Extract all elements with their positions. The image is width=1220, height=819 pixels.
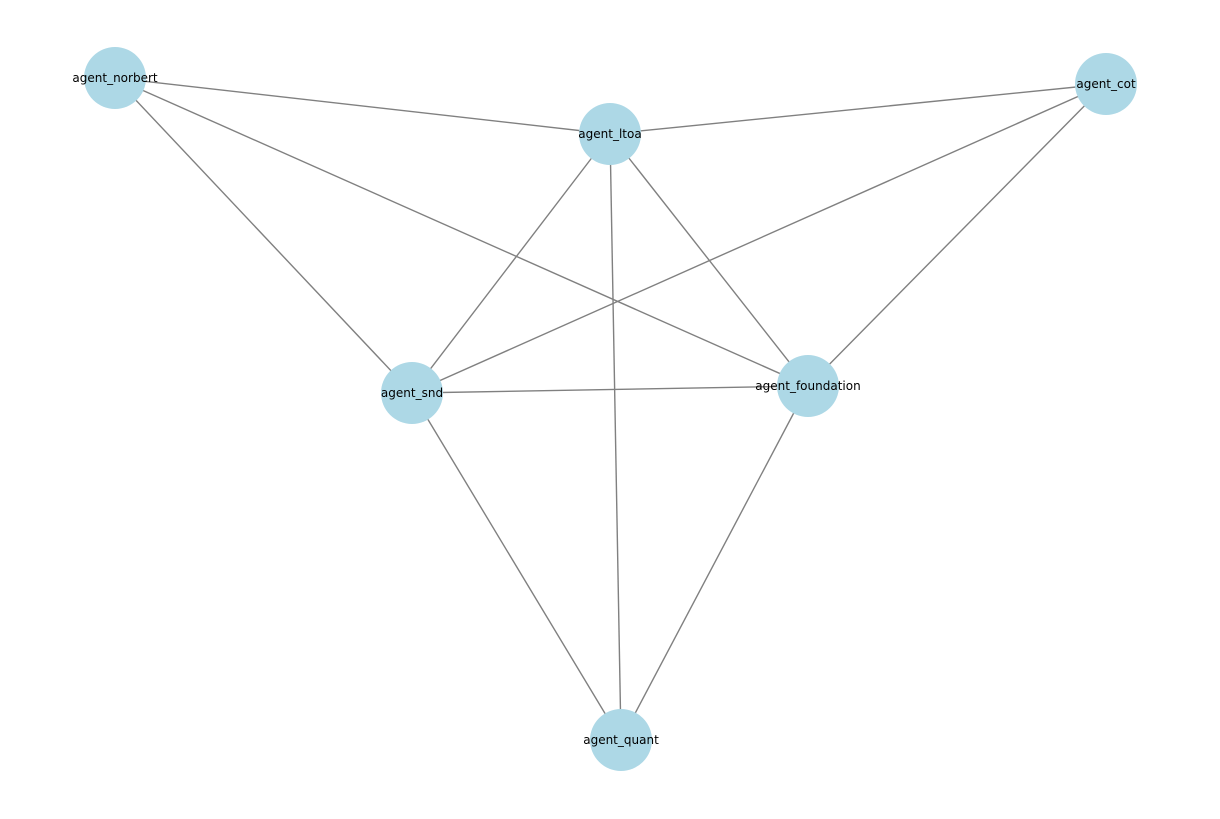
node-label-agent_norbert: agent_norbert: [72, 71, 157, 85]
edge-agent_cot--agent_foundation: [807, 83, 1107, 387]
node-agent_ltoa: [579, 103, 641, 165]
labels-layer: agent_norbert agent_ltoa agent_cot agent_sn…: [72, 71, 1136, 747]
node-agent_snd: [381, 362, 443, 424]
node-label-agent_foundation: agent_foundation: [755, 379, 860, 393]
node-label-agent_ltoa: agent_ltoa: [578, 127, 641, 141]
edge-agent_cot--agent_snd: [411, 83, 1107, 394]
node-label-agent_quant: agent_quant: [583, 733, 659, 747]
edge-agent_snd--agent_foundation: [411, 385, 809, 394]
edge-agent_ltoa--agent_foundation: [609, 133, 809, 387]
node-label-agent_snd: agent_snd: [381, 386, 443, 400]
node-agent_foundation: [777, 355, 839, 417]
edge-agent_norbert--agent_snd: [114, 77, 413, 394]
edges-layer: [114, 77, 1107, 741]
node-agent_norbert: [84, 47, 146, 109]
edge-agent_norbert--agent_ltoa: [114, 77, 611, 135]
edge-agent_ltoa--agent_quant: [609, 133, 622, 741]
node-label-agent_cot: agent_cot: [1076, 77, 1136, 91]
edge-agent_snd--agent_quant: [411, 392, 622, 741]
edge-agent_ltoa--agent_snd: [411, 133, 611, 394]
nodes-layer: [84, 47, 1137, 771]
edge-agent_cot--agent_ltoa: [609, 83, 1107, 135]
node-agent_cot: [1075, 53, 1137, 115]
node-agent_quant: [590, 709, 652, 771]
edge-agent_norbert--agent_foundation: [114, 77, 809, 387]
edge-agent_foundation--agent_quant: [620, 385, 809, 741]
